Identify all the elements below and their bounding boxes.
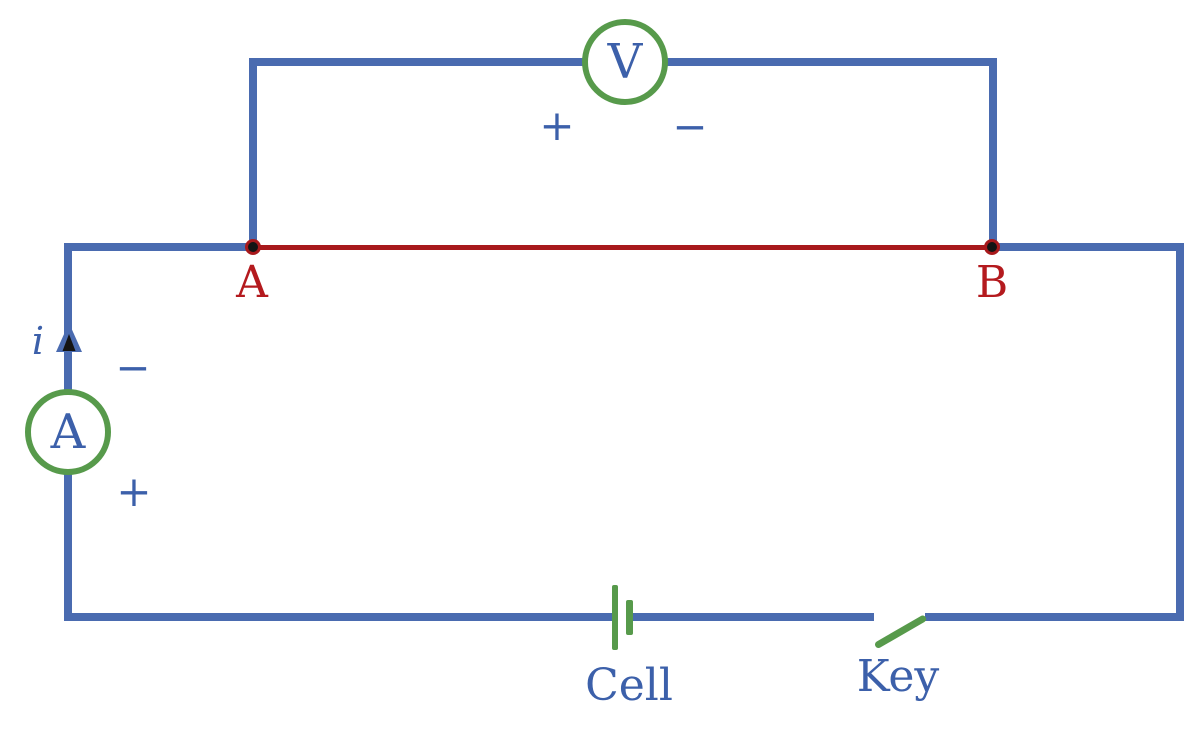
main-wire-top-right <box>988 243 1184 251</box>
bottom-wire-right <box>925 613 1184 621</box>
ammeter-label: A <box>50 404 86 460</box>
bottom-wire-middle <box>633 613 874 621</box>
cell-short-plate <box>626 600 633 635</box>
current-label: i <box>31 319 45 363</box>
voltmeter: V <box>582 19 668 105</box>
voltmeter-loop-wire-left <box>249 58 257 251</box>
node-b-label: B <box>975 257 1009 308</box>
voltmeter-plus-label: + <box>539 101 575 150</box>
voltmeter-minus-label: − <box>672 102 708 151</box>
voltmeter-label: V <box>607 34 643 90</box>
cell-label: Cell <box>585 660 673 711</box>
ammeter: A <box>25 389 111 475</box>
junction-b-dot <box>984 239 1000 255</box>
main-wire-top-left <box>64 243 257 251</box>
main-wire-right <box>1176 243 1184 621</box>
ammeter-plus-label: + <box>116 467 152 516</box>
voltmeter-loop-wire-right <box>989 58 997 251</box>
node-a-label: A <box>236 257 268 308</box>
current-arrow-icon <box>56 323 82 352</box>
key-label: Key <box>856 651 940 702</box>
junction-a-dot <box>245 239 261 255</box>
bottom-wire-left <box>64 613 612 621</box>
key-lever <box>873 614 928 650</box>
ammeter-minus-label: − <box>115 343 151 392</box>
cell-long-plate <box>612 585 618 650</box>
wire-ab-red <box>253 245 992 250</box>
